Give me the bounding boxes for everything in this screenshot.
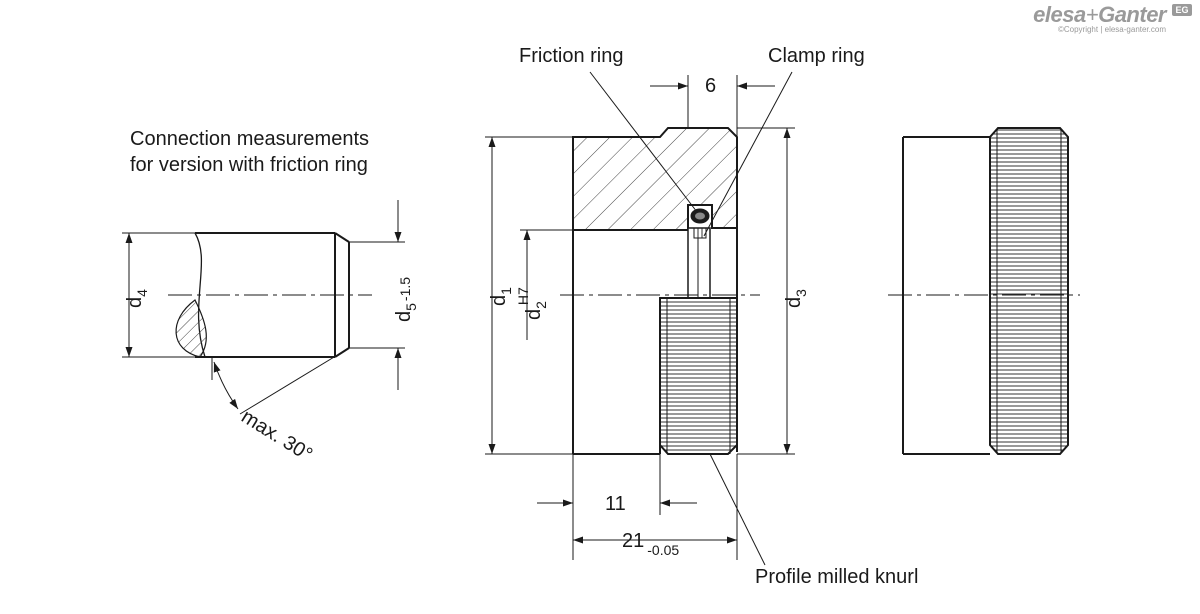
angle-label: max. 30° xyxy=(237,406,316,467)
brand-logo: elesa+Ganter ©Copyright | elesa-ganter.c… xyxy=(1033,2,1192,34)
dim-21-label: 21-0.05 xyxy=(622,530,679,558)
dim-6-label: 6 xyxy=(705,75,716,97)
left-heading-line1: Connection measurements xyxy=(130,128,369,150)
shaft-section-hatch xyxy=(175,299,207,358)
d1-dimension xyxy=(485,136,573,455)
brand-name: elesa+Ganter xyxy=(1033,2,1166,27)
d3-dimension xyxy=(737,127,795,455)
d4-dimension xyxy=(122,232,195,358)
section-view: d1 d2H7 d3 6 11 xyxy=(485,45,918,588)
d2-label: d2H7 xyxy=(515,287,549,320)
d1-label: d1 xyxy=(488,287,514,306)
d4-label: d4 xyxy=(124,289,150,308)
d3-label: d3 xyxy=(783,289,809,308)
d5-dimension xyxy=(349,200,405,390)
outside-knurl xyxy=(989,127,1069,455)
friction-ring-inner xyxy=(695,212,705,220)
dim-21 xyxy=(573,454,738,560)
d2-dimension xyxy=(520,229,573,340)
callout-knurl: Profile milled knurl xyxy=(755,566,918,588)
clamp-ring-teeth xyxy=(693,227,707,239)
brand-copyright: ©Copyright | elesa-ganter.com xyxy=(1057,25,1166,34)
callout-friction-ring: Friction ring xyxy=(519,45,623,67)
chamfer-angle-dimension xyxy=(211,347,350,415)
knurl-leader xyxy=(709,453,766,566)
d5-label: d5-1.5 xyxy=(393,277,419,322)
dim-11-label: 11 xyxy=(605,493,626,515)
friction-ring-leader xyxy=(589,71,698,213)
outside-view xyxy=(888,127,1080,455)
dim-6 xyxy=(650,75,775,137)
clamp-ring-leader xyxy=(703,71,793,237)
section-hatch xyxy=(572,127,738,231)
knurl-section xyxy=(659,297,738,455)
callout-clamp-ring: Clamp ring xyxy=(768,45,865,67)
shaft-view: Connection measurements for version with… xyxy=(122,128,419,466)
brand-badge: EG xyxy=(1172,4,1192,16)
left-heading-line2: for version with friction ring xyxy=(130,154,368,176)
